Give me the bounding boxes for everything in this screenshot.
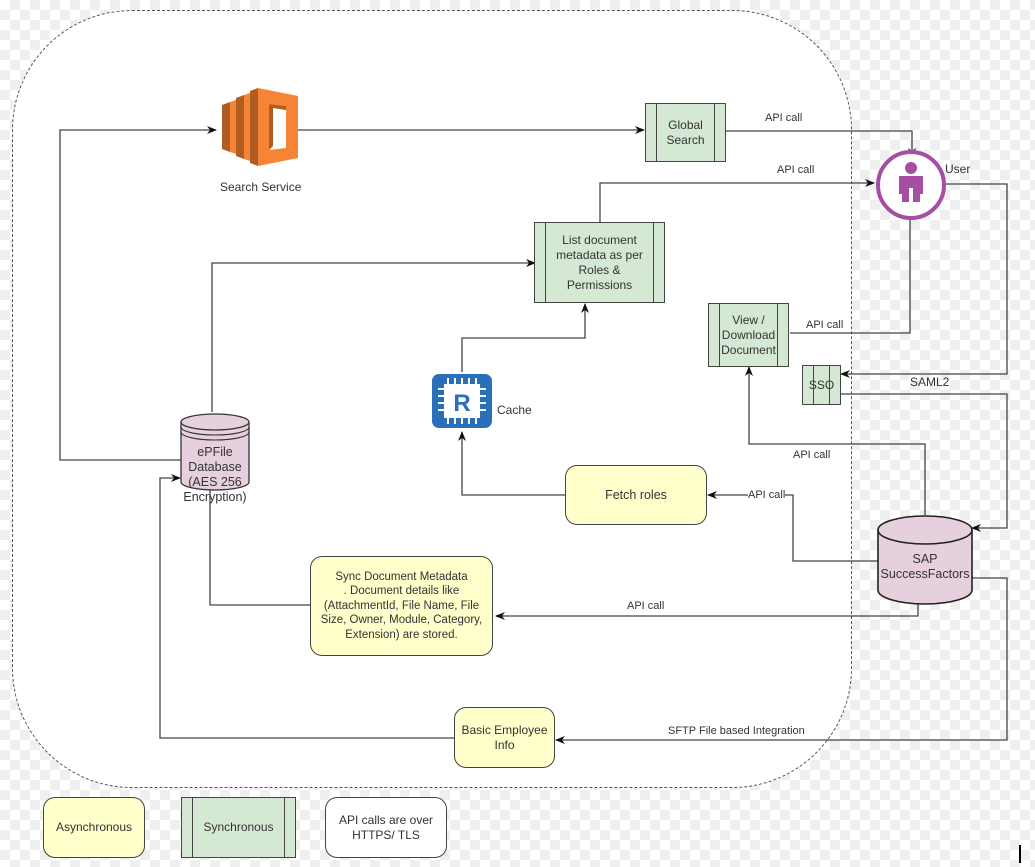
cache-label: Cache (497, 403, 532, 417)
redis-cache-icon: R (432, 374, 492, 428)
edge-view-to-user (790, 209, 914, 334)
epfile-database-shape (180, 413, 250, 491)
aws-search-service-icon (222, 88, 298, 166)
edge-label-saml2: SAML2 (910, 375, 950, 389)
edge-label-view-to-user: API call (806, 319, 844, 331)
fetch-roles-node[interactable]: Fetch roles (565, 465, 707, 525)
edge-global-to-user (725, 130, 916, 158)
edge-label-list-to-user: API call (777, 164, 815, 176)
user-icon (876, 150, 946, 220)
legend-synchronous: Synchronous (181, 797, 296, 858)
view-download-document-node[interactable]: View / Download Document (708, 303, 789, 367)
sap-successfactors-shape (877, 515, 973, 605)
edge-user-to-sso (840, 183, 1008, 378)
global-search-node[interactable]: Global Search (645, 103, 726, 162)
edge-db-to-list (211, 259, 536, 412)
svg-text:R: R (453, 390, 470, 417)
edge-label-sap-to-fetch: API call (748, 489, 786, 501)
edge-sso-to-sap (841, 393, 1008, 532)
epfile-database-label[interactable]: ePFile Database (AES 256 Encryption) (183, 445, 247, 504)
edge-fetch-to-cache (458, 431, 565, 496)
text-cursor (1019, 845, 1021, 863)
edge-db-to-search (59, 126, 217, 461)
list-document-metadata-node[interactable]: List document metadata as per Roles & Pe… (534, 222, 665, 303)
edge-sap-to-basic (555, 577, 1008, 744)
edge-label-sftp: SFTP File based Integration (668, 725, 805, 737)
edge-label-sap-to-view: API call (793, 449, 831, 461)
edge-label-sap-to-sync: API call (627, 600, 665, 612)
edge-sap-to-view (745, 366, 926, 515)
legend-https-note: API calls are over HTTPS/ TLS (325, 797, 447, 858)
sync-document-metadata-node[interactable]: Sync Document Metadata . Document detail… (310, 556, 493, 656)
basic-employee-info-node[interactable]: Basic Employee Info (454, 707, 555, 768)
sap-successfactors-label[interactable]: SAP SuccessFactors (880, 552, 970, 581)
edge-list-to-user (599, 179, 875, 222)
edge-sap-to-fetch (707, 491, 878, 562)
edge-sync-to-db (206, 475, 310, 606)
edge-cache-to-list (461, 303, 589, 372)
user-label: User (945, 162, 971, 176)
edge-sap-to-sync (495, 600, 919, 620)
edge-label-global-to-user: API call (765, 112, 803, 124)
legend-asynchronous: Asynchronous (43, 797, 145, 858)
search-service-label: Search Service (220, 180, 302, 194)
edge-basic-to-db (159, 474, 454, 739)
sso-node[interactable]: SSO (802, 365, 841, 405)
